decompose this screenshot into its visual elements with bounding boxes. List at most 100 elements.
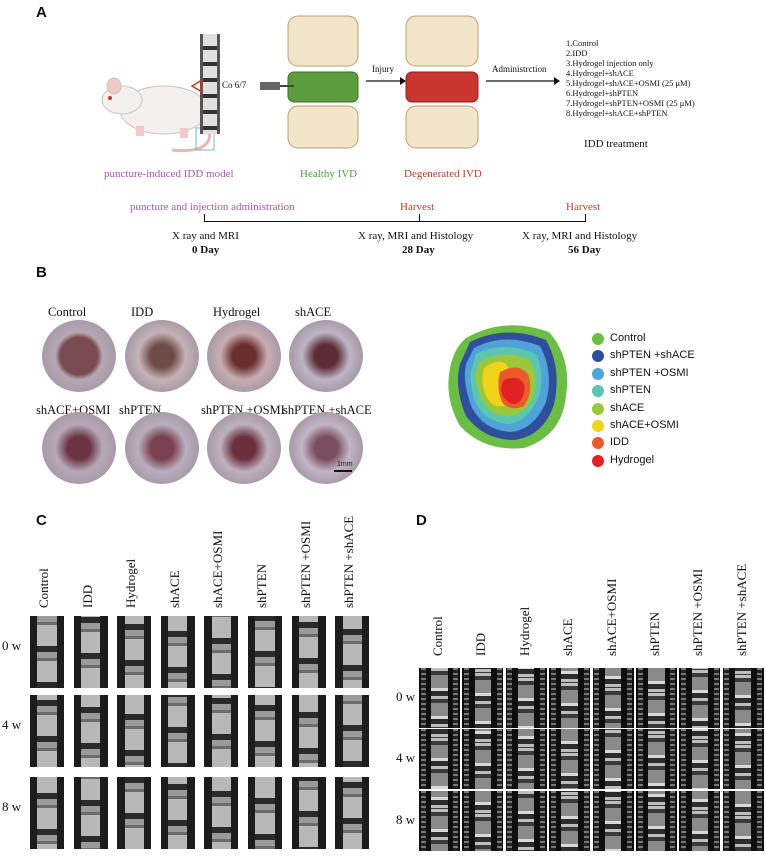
legend-swatch — [592, 385, 604, 398]
xray-thumbnail — [30, 777, 64, 849]
degenerated-ivd-caption: Degenerated IVD — [404, 168, 482, 180]
column-label: shPTEN +shACE — [341, 515, 357, 608]
xray-thumbnail — [291, 695, 326, 767]
disc-photo — [125, 412, 199, 484]
puncture-arrow-icon — [190, 78, 203, 94]
disc-photo — [289, 320, 363, 392]
row-label: 0 w — [2, 638, 22, 653]
group-item: 1.Control — [566, 38, 599, 48]
column-label: shPTEN — [254, 563, 269, 608]
xray-thumbnail — [117, 777, 152, 849]
rat-illustration — [101, 77, 215, 153]
xray-thumbnail — [204, 616, 239, 688]
xray-thumbnail — [73, 616, 108, 688]
row-label: 0 w — [396, 689, 416, 704]
degenerated-ivd-illustration — [405, 15, 479, 149]
mri-thumbnail — [548, 728, 592, 790]
timeline-axis — [204, 221, 586, 222]
disc-label: shACE — [295, 305, 332, 319]
mri-thumbnail — [678, 667, 722, 729]
mri-thumbnail — [721, 728, 765, 790]
legend-swatch — [592, 437, 604, 450]
legend-label: shACE — [610, 401, 645, 414]
injury-label: Injury — [372, 64, 394, 74]
group-item: 3.Hydrogel injection only — [566, 58, 654, 68]
harvest-56-caption: Harvest — [566, 201, 601, 213]
xray-tail-image — [200, 34, 220, 134]
treatment-group-list: 1.Control 2.IDD 3.Hydrogel injection onl… — [566, 38, 695, 118]
group-item: 5.Hydrogel+shACE+OSMI (25 μM) — [566, 78, 691, 88]
group-item: 2.IDD — [566, 48, 588, 58]
disc-photo — [42, 412, 116, 484]
row-label: 8 w — [396, 812, 416, 827]
legend-label: shACE+OSMI — [610, 419, 679, 431]
xray-thumbnail — [73, 777, 108, 849]
timeline-label-28: X ray, MRI and Histology — [358, 230, 474, 242]
xray-thumbnail — [248, 777, 282, 849]
column-label: shACE+OSMI — [210, 530, 226, 608]
mri-thumbnail — [548, 790, 592, 852]
xray-thumbnail — [204, 777, 239, 849]
panel-b-letter: B — [36, 264, 47, 281]
timeline-day-28: 28 Day — [402, 244, 435, 256]
idd-treatment-label: IDD treatment — [584, 138, 648, 150]
xray-thumbnail — [30, 695, 64, 767]
disc-photo — [42, 320, 116, 392]
legend-swatch — [592, 454, 604, 467]
disc-photo — [125, 320, 199, 392]
disc-photo — [289, 412, 363, 484]
xray-thumbnail — [291, 616, 326, 688]
group-item: 8.Hydrogel+shACE+shPTEN — [566, 108, 668, 118]
mri-thumbnail — [418, 728, 461, 790]
mri-thumbnail — [504, 667, 548, 729]
column-label: shPTEN +OSMI — [297, 520, 313, 608]
panel-a-letter: A — [36, 4, 47, 21]
healthy-ivd-caption: Healthy IVD — [300, 168, 358, 180]
xray-thumbnail — [160, 616, 195, 688]
disc-label: shPTEN +OSMI — [201, 403, 285, 417]
mri-thumbnail — [678, 728, 722, 790]
timeline-day-56: 56 Day — [568, 244, 601, 256]
xray-thumbnail — [73, 695, 108, 767]
mri-thumbnail — [635, 728, 678, 790]
timeline-tick-0 — [204, 214, 205, 222]
legend-label: shPTEN +OSMI — [610, 366, 689, 379]
timeline-tick-28 — [419, 214, 420, 222]
timeline-label-56: X ray, MRI and Histology — [522, 230, 638, 242]
column-label: shACE — [560, 618, 576, 656]
administration-arrow-icon — [486, 77, 560, 85]
xray-thumbnail — [117, 616, 152, 688]
group-item: 7.Hydrogel+shPTEN+OSMI (25 μM) — [566, 98, 695, 108]
xray-thumbnail — [335, 616, 370, 688]
xray-thumbnail — [335, 695, 370, 767]
column-label: shPTEN +OSMI — [690, 568, 706, 656]
mri-thumbnail — [418, 790, 461, 852]
disc-label: IDD — [131, 305, 154, 319]
legend-swatch — [592, 367, 604, 380]
xray-thumbnail — [204, 695, 239, 767]
xray-thumbnail — [160, 777, 195, 849]
column-label: IDD — [79, 584, 95, 608]
mri-thumbnail — [461, 790, 505, 852]
disc-label: Control — [48, 305, 87, 319]
legend-label: IDD — [610, 436, 629, 449]
disc-label: Hydrogel — [213, 305, 261, 319]
xray-thumbnail — [117, 695, 152, 767]
column-label: Hydrogel — [516, 606, 532, 656]
panel-d-letter: D — [416, 512, 427, 529]
mri-thumbnail — [461, 728, 505, 790]
timeline-label-0: X ray and MRI — [172, 230, 239, 242]
disc-photo — [207, 320, 281, 392]
mri-thumbnail — [635, 667, 678, 729]
column-label: shACE+OSMI — [603, 578, 619, 656]
mri-thumbnail — [504, 790, 548, 852]
xray-thumbnail — [335, 777, 370, 849]
column-label: IDD — [473, 632, 489, 656]
row-label: 8 w — [2, 799, 22, 814]
column-label: Control — [430, 616, 445, 656]
mri-thumbnail — [591, 667, 635, 729]
xray-thumbnail — [248, 616, 282, 688]
legend-label: shPTEN +shACE — [610, 349, 695, 362]
defect-area-overlay-map — [448, 325, 568, 449]
mri-thumbnail — [461, 667, 505, 729]
